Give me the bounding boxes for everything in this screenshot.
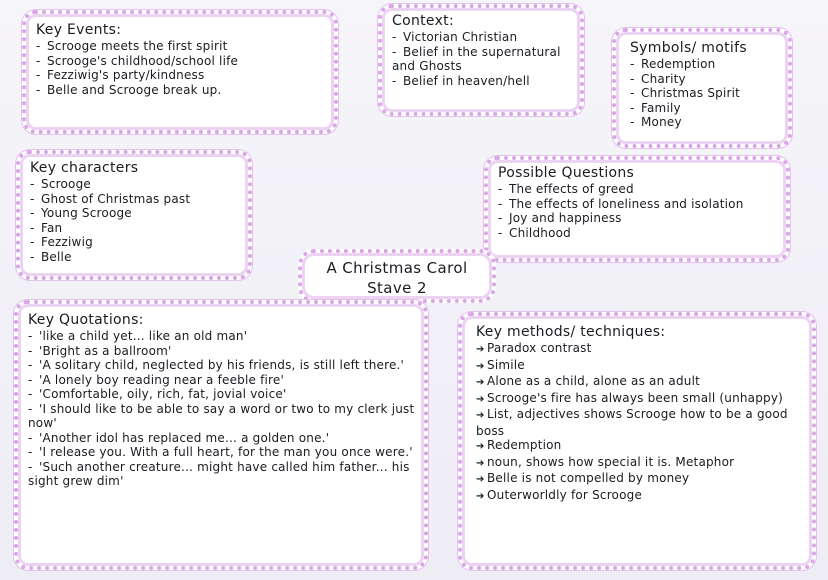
list-item: -Family [630,100,681,115]
arrow-icon: ➔ [476,377,485,388]
list-item: -Christmas Spirit [630,86,741,100]
arrow-icon: ➔ [476,410,485,421]
list-item: -'Comfortable, oily, rich, fat, jovial v… [28,387,287,401]
list-item: -'A solitary child, neglected by his fri… [28,358,405,372]
list-item: -The effects of loneliness and isolation [498,196,744,211]
list-item: -'like a child yet... like an old man' [28,329,248,343]
list-item: -Victorian Christian [392,30,518,44]
list-item: -Belle and Scrooge break up. [36,82,222,97]
possible-questions-list: -The effects of greed -The effects of lo… [498,182,778,240]
list-item: -Redemption [630,57,716,71]
list-item: ➔Alone as a child, alone as an adult [476,374,804,391]
list-item: ➔Scrooge's fire has always been small (u… [476,391,804,408]
possible-questions-card: Possible Questions -The effects of greed… [484,156,790,262]
title-line-1: A Christmas Carol [326,259,468,277]
arrow-icon: ➔ [476,360,485,372]
list-item: -Charity [630,71,686,86]
arrow-icon: ➔ [476,441,485,452]
key-events-list: -Scrooge meets the first spirit -Scrooge… [36,39,326,97]
arrow-icon: ➔ [476,344,485,355]
list-item: -'Such another creature... might have ca… [28,459,410,489]
list-item: ➔Paradox contrast [476,341,804,358]
key-quotations-card: Key Quotations: -'like a child yet... li… [14,300,428,570]
list-item: -Belief in the supernatural and Ghosts [392,44,561,74]
symbols-card: Symbols/ motifs -Redemption -Charity -Ch… [612,28,792,148]
key-methods-title: Key methods/ techniques: [476,324,666,340]
key-methods-card: Key methods/ techniques: ➔Paradox contra… [458,312,816,570]
title-line-2: Stave 2 [367,279,427,297]
list-item: -Young Scrooge [30,206,132,220]
list-item: -'I release you. With a full heart, for … [28,445,413,459]
symbols-list: -Redemption -Charity -Christmas Spirit -… [630,57,780,130]
list-item: -Fezziwig's party/kindness [36,68,205,82]
list-item: -Joy and happiness [498,211,622,225]
list-item: -Scrooge [30,177,91,191]
list-item: -Belle [30,249,72,264]
list-item: -Scrooge meets the first spirit [36,39,228,53]
symbols-title: Symbols/ motifs [630,40,747,56]
list-item: -Fezziwig [30,235,93,249]
key-characters-card: Key characters -Scrooge -Ghost of Christ… [16,150,252,280]
list-item: -Belief in heaven/hell [392,73,530,88]
key-events-card: Key Events: -Scrooge meets the first spi… [22,10,338,134]
list-item: -Scrooge's childhood/school life [36,53,239,68]
list-item: ➔Redemption [476,438,804,455]
key-characters-list: -Scrooge -Ghost of Christmas past -Young… [30,177,240,264]
context-list: -Victorian Christian -Belief in the supe… [392,30,572,88]
list-item: ➔Belle is not compelled by money [476,471,804,488]
key-methods-list: ➔Paradox contrast ➔Simile ➔Alone as a ch… [476,341,804,504]
list-item: -Ghost of Christmas past [30,191,191,206]
key-quotations-list: -'like a child yet... like an old man' -… [28,329,416,489]
list-item: ➔List, adjectives shows Scrooge how to b… [476,407,788,438]
list-item: -Childhood [498,225,571,240]
list-item: -The effects of greed [498,182,634,196]
context-card: Context: -Victorian Christian -Belief in… [378,4,584,116]
list-item: -'Another idol has replaced me... a gold… [28,430,330,445]
key-quotations-title: Key Quotations: [28,312,144,328]
list-item: -'Bright as a ballroom' [28,343,172,358]
list-item: ➔Outerworldly for Scrooge [476,488,804,505]
arrow-icon: ➔ [476,490,485,502]
context-title: Context: [392,13,454,29]
list-item: ➔noun, shows how special it is. Metaphor [476,455,804,472]
list-item: -Money [630,115,682,129]
list-item: -'I should like to be able to say a word… [28,401,415,431]
list-item: -Fan [30,220,63,235]
key-events-title: Key Events: [36,22,122,38]
list-item: -'A lonely boy reading near a feeble fir… [28,372,285,387]
arrow-icon: ➔ [476,474,485,485]
list-item: ➔Simile [476,358,804,375]
title-card: A Christmas Carol Stave 2 [298,249,496,303]
arrow-icon: ➔ [476,393,485,405]
arrow-icon: ➔ [476,457,485,469]
possible-questions-title: Possible Questions [498,165,635,181]
key-characters-title: Key characters [30,160,139,176]
